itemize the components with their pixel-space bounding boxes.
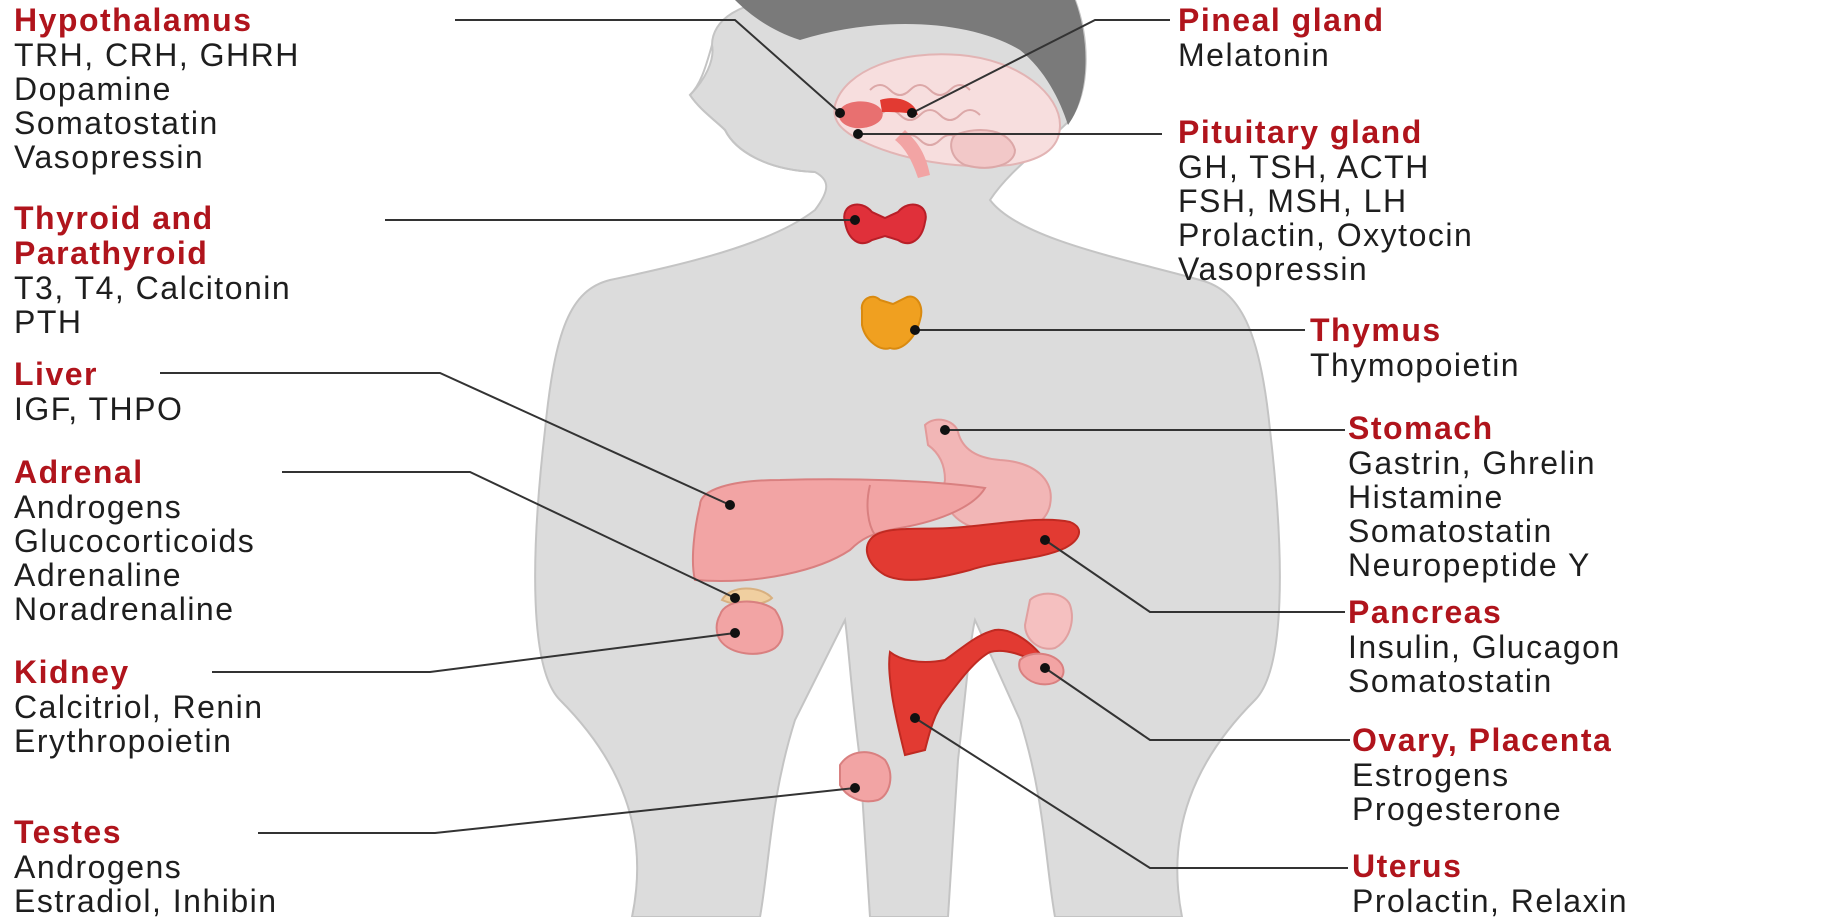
hormone-line: GH, TSH, ACTH xyxy=(1178,151,1473,183)
label-pituitary: Pituitary gland GH, TSH, ACTH FSH, MSH, … xyxy=(1178,116,1473,287)
hormone-line: Vasopressin xyxy=(14,141,300,173)
gland-title: Testes xyxy=(14,816,278,848)
dot-pancreas xyxy=(1040,535,1050,545)
hormone-line: TRH, CRH, GHRH xyxy=(14,39,300,71)
dot-ovary xyxy=(1040,663,1050,673)
hormone-line: Estrogens xyxy=(1352,759,1612,791)
dot-hypothalamus xyxy=(835,108,845,118)
label-testes: Testes Androgens Estradiol, Inhibin xyxy=(14,816,278,919)
gland-title: Parathyroid xyxy=(14,237,291,269)
gland-title: Pineal gland xyxy=(1178,4,1384,36)
label-thyroid: Thyroid and Parathyroid T3, T4, Calciton… xyxy=(14,202,291,340)
dot-testes xyxy=(850,783,860,793)
label-ovary: Ovary, Placenta Estrogens Progesterone xyxy=(1352,724,1612,827)
label-pineal: Pineal gland Melatonin xyxy=(1178,4,1384,73)
hormone-line: Thymopoietin xyxy=(1310,349,1520,381)
hormone-line: T3, T4, Calcitonin xyxy=(14,272,291,304)
dot-adrenal xyxy=(730,593,740,603)
label-uterus: Uterus Prolactin, Relaxin xyxy=(1352,850,1628,919)
dot-uterus xyxy=(910,713,920,723)
hormone-line: Somatostatin xyxy=(14,107,300,139)
hormone-line: Progesterone xyxy=(1352,793,1612,825)
dot-pineal xyxy=(907,108,917,118)
dot-stomach xyxy=(940,425,950,435)
cerebellum xyxy=(951,130,1015,168)
label-hypothalamus: Hypothalamus TRH, CRH, GHRH Dopamine Som… xyxy=(14,4,300,175)
hormone-line: Androgens xyxy=(14,851,278,883)
dot-thymus xyxy=(910,325,920,335)
hormone-line: Dopamine xyxy=(14,73,300,105)
label-adrenal: Adrenal Androgens Glucocorticoids Adrena… xyxy=(14,456,255,627)
label-liver: Liver IGF, THPO xyxy=(14,358,183,427)
hormone-line: Histamine xyxy=(1348,481,1596,513)
testes-organ xyxy=(840,752,890,801)
hormone-line: Prolactin, Relaxin xyxy=(1352,885,1628,917)
hormone-line: Somatostatin xyxy=(1348,515,1596,547)
hormone-line: PTH xyxy=(14,306,291,338)
hormone-line: FSH, MSH, LH xyxy=(1178,185,1473,217)
label-stomach: Stomach Gastrin, Ghrelin Histamine Somat… xyxy=(1348,412,1596,583)
hormone-line: IGF, THPO xyxy=(14,393,183,425)
hormone-line: Androgens xyxy=(14,491,255,523)
dot-kidney xyxy=(730,628,740,638)
gland-title: Pituitary gland xyxy=(1178,116,1473,148)
hormone-line: Insulin, Glucagon xyxy=(1348,631,1621,663)
gland-title: Adrenal xyxy=(14,456,255,488)
hormone-line: Adrenaline xyxy=(14,559,255,591)
kidney-right-organ xyxy=(1025,594,1072,649)
gland-title: Thyroid and xyxy=(14,202,291,234)
hormone-line: Noradrenaline xyxy=(14,593,255,625)
dot-liver xyxy=(725,500,735,510)
gland-title: Hypothalamus xyxy=(14,4,300,36)
gland-title: Liver xyxy=(14,358,183,390)
dot-pituitary xyxy=(853,129,863,139)
hormone-line: Estradiol, Inhibin xyxy=(14,885,278,917)
gland-title: Pancreas xyxy=(1348,596,1621,628)
hormone-line: Melatonin xyxy=(1178,39,1384,71)
kidney-organ xyxy=(717,602,783,654)
hormone-line: Prolactin, Oxytocin xyxy=(1178,219,1473,251)
dot-thyroid xyxy=(850,215,860,225)
label-kidney: Kidney Calcitriol, Renin Erythropoietin xyxy=(14,656,264,759)
hormone-line: Calcitriol, Renin xyxy=(14,691,264,723)
gland-title: Stomach xyxy=(1348,412,1596,444)
gland-title: Kidney xyxy=(14,656,264,688)
label-thymus: Thymus Thymopoietin xyxy=(1310,314,1520,383)
gland-title: Uterus xyxy=(1352,850,1628,882)
gland-title: Ovary, Placenta xyxy=(1352,724,1612,756)
hormone-line: Neuropeptide Y xyxy=(1348,549,1596,581)
gland-title: Thymus xyxy=(1310,314,1520,346)
hormone-line: Vasopressin xyxy=(1178,253,1473,285)
hormone-line: Erythropoietin xyxy=(14,725,264,757)
hormone-line: Glucocorticoids xyxy=(14,525,255,557)
hormone-line: Somatostatin xyxy=(1348,665,1621,697)
hormone-line: Gastrin, Ghrelin xyxy=(1348,447,1596,479)
label-pancreas: Pancreas Insulin, Glucagon Somatostatin xyxy=(1348,596,1621,699)
